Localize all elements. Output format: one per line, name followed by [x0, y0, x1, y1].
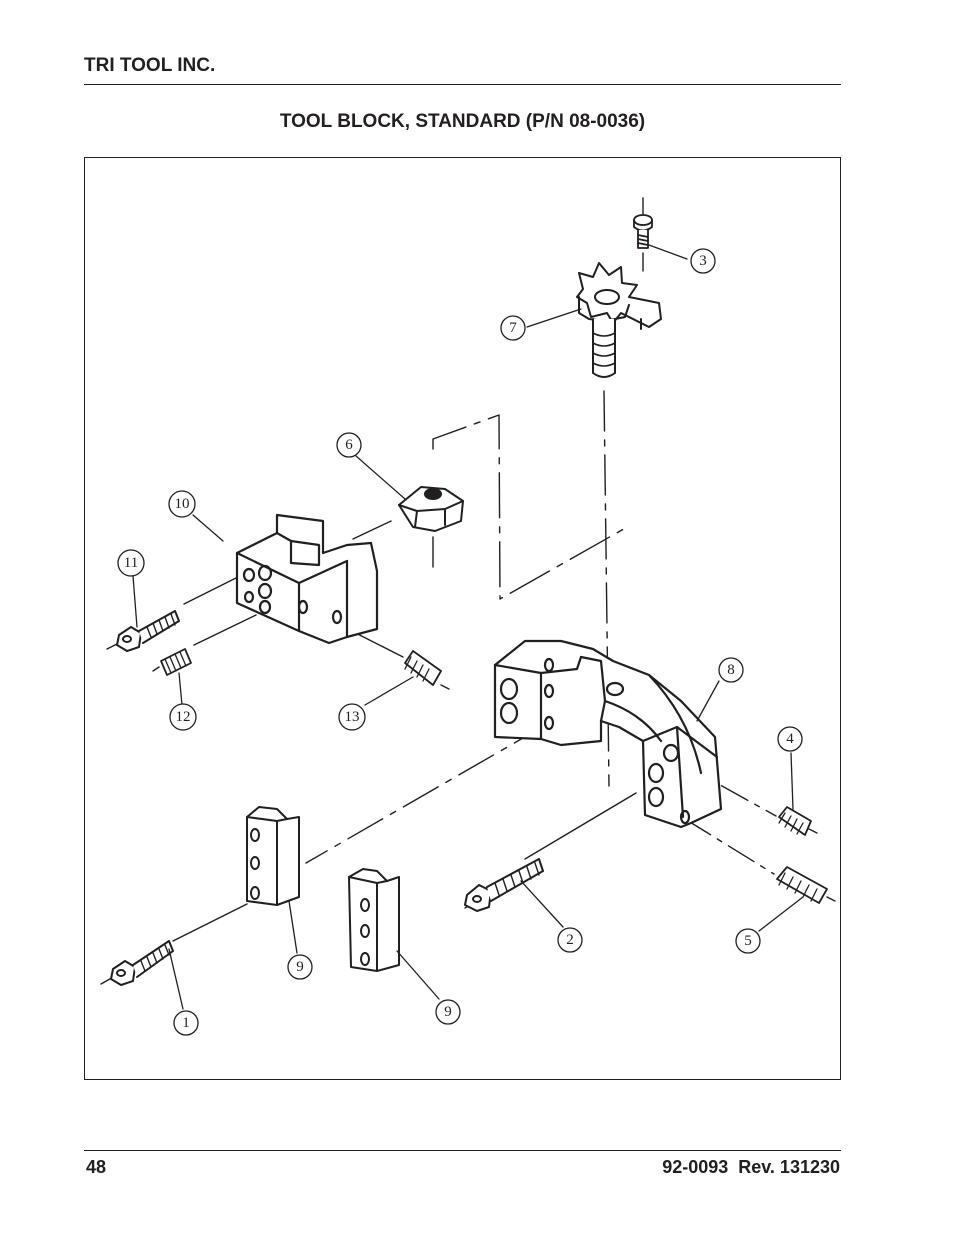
centerlines [100, 197, 836, 985]
callout-labels: 1 2 3 4 5 6 7 8 9 9 10 11 12 13 [124, 253, 794, 1031]
part-7-star-knob [576, 262, 662, 378]
part-1-cap-screw [110, 940, 174, 986]
callout-6: 6 [345, 437, 353, 453]
page-title: TOOL BLOCK, STANDARD (P/N 08-0036) [279, 111, 646, 132]
callout-7-circle [500, 315, 526, 341]
callout-bubbles [117, 248, 803, 1036]
callout-4-circle [777, 726, 803, 752]
part-10-holder-block [235, 513, 379, 645]
callout-3: 3 [699, 253, 707, 269]
callout-11-circle [117, 549, 145, 577]
part-2-cap-screw [464, 858, 544, 912]
part-3-screw [633, 214, 653, 249]
callout-13: 13 [345, 709, 360, 725]
callout-5: 5 [744, 933, 752, 949]
part-6-nut [398, 486, 464, 532]
part-11-cap-screw [116, 610, 180, 652]
callout-3-circle [690, 248, 716, 274]
parts-figure-frame: 1 2 3 4 5 6 7 8 9 9 10 11 12 13 [84, 157, 841, 1080]
callout-10: 10 [175, 496, 190, 512]
company-name: TRI TOOL INC. [84, 55, 216, 76]
callout-12: 12 [176, 709, 191, 725]
page-number: 48 [86, 1157, 107, 1177]
leader-lines [132, 244, 804, 1010]
callout-9a-circle [287, 954, 313, 980]
callout-9b-circle [435, 999, 461, 1025]
callout-1: 1 [182, 1015, 190, 1031]
part-13-set-screw [404, 650, 442, 686]
callout-11: 11 [124, 555, 138, 571]
part-9-bracket-left [246, 806, 300, 906]
callout-9a: 9 [296, 959, 304, 975]
callout-6-circle [336, 432, 362, 458]
callout-9b: 9 [444, 1004, 452, 1020]
callout-8-circle [718, 657, 744, 683]
callout-13-circle [338, 703, 366, 731]
callout-2-circle [557, 927, 583, 953]
callout-2: 2 [566, 932, 574, 948]
callout-12-circle [169, 703, 197, 731]
callout-1-circle [173, 1010, 199, 1036]
part-8-block-body [493, 639, 723, 829]
part-12-set-screw [160, 648, 192, 676]
part-5-set-screw [776, 866, 828, 904]
part-4-set-screw [778, 806, 812, 836]
part-9-bracket-right [348, 868, 400, 972]
header-rule [84, 84, 841, 85]
callout-10-circle [168, 490, 196, 518]
footer-rule [84, 1150, 841, 1151]
document-revision: 92-0093 Rev. 131230 [662, 1157, 840, 1177]
callout-5-circle [735, 928, 761, 954]
callout-7: 7 [509, 320, 517, 336]
callout-4: 4 [786, 731, 794, 747]
callout-8: 8 [727, 662, 735, 678]
exploded-parts-diagram-icon: 1 2 3 4 5 6 7 8 9 9 10 11 12 13 [100, 197, 836, 1036]
